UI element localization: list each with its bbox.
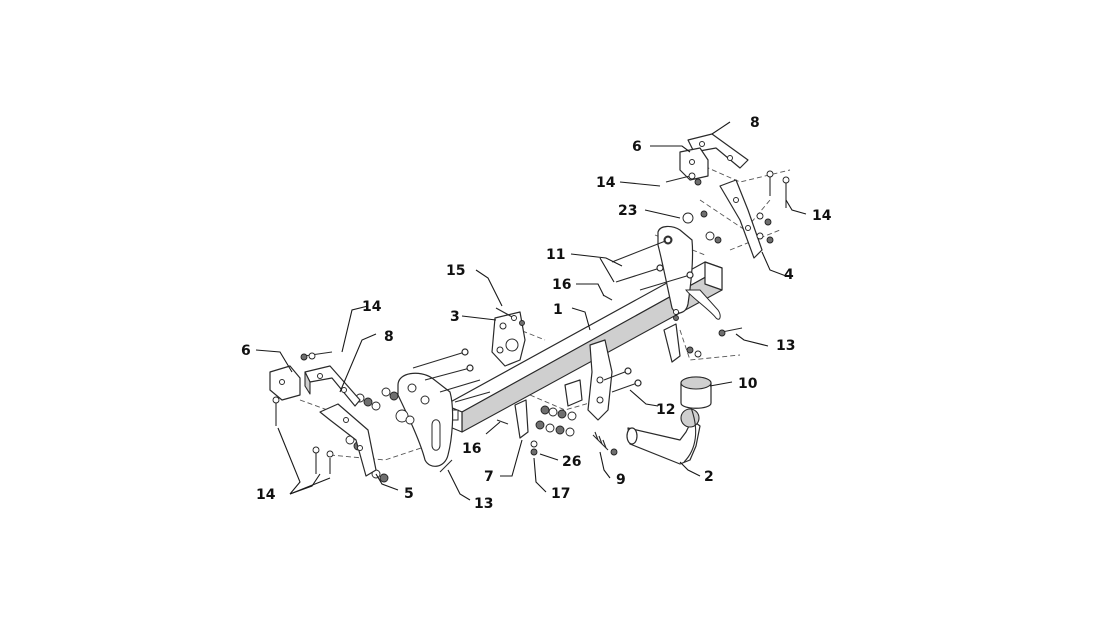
right-side-plate — [657, 225, 721, 320]
bolts-part-12 — [603, 367, 642, 393]
callout-10: 10 — [738, 376, 758, 392]
ball-cap-part-10 — [680, 376, 712, 409]
callout-16-bottom: 16 — [462, 441, 481, 457]
bolts-part-11 — [602, 236, 694, 301]
bracket-part-6-right — [679, 147, 709, 181]
callout-14-bottom-left: 14 — [256, 487, 276, 503]
callout-14-top-left: 14 — [362, 299, 382, 315]
callout-6-right: 6 — [632, 139, 642, 155]
callout-15: 15 — [446, 263, 465, 279]
bolt-part-15 — [495, 307, 525, 326]
bracket-part-4 — [719, 179, 763, 259]
callout-8-right: 8 — [750, 115, 760, 131]
callout-9: 9 — [616, 472, 626, 488]
callout-8-left: 8 — [384, 329, 394, 345]
bracket-part-8-left — [304, 365, 361, 407]
callout-13-right: 13 — [776, 338, 795, 354]
ball-hitch-part-2 — [626, 404, 701, 465]
callout-1: 1 — [553, 302, 563, 318]
left-side-plate — [397, 372, 454, 467]
callout-3: 3 — [450, 309, 460, 325]
callout-13-bottom: 13 — [474, 496, 493, 512]
callout-6-left: 6 — [241, 343, 251, 359]
callout-14-right: 14 — [812, 208, 832, 224]
callout-labels: 1 2 3 4 5 6 6 7 8 8 9 10 11 12 13 13 14 … — [241, 115, 832, 512]
bracket-part-3 — [491, 311, 526, 367]
centre-mount-plate — [514, 339, 613, 439]
callout-23: 23 — [618, 203, 637, 219]
left-long-bolts — [412, 348, 491, 403]
right-drop-bracket — [663, 309, 702, 363]
left-bolts-part-14 — [272, 351, 334, 474]
bracket-part-6-left — [269, 365, 301, 401]
callout-4: 4 — [784, 267, 794, 283]
right-fasteners — [665, 170, 790, 337]
centre-fasteners — [496, 405, 577, 456]
callout-2: 2 — [704, 469, 714, 485]
callout-12: 12 — [656, 402, 675, 418]
callout-17: 17 — [551, 486, 570, 502]
callout-16-top: 16 — [552, 277, 571, 293]
callout-5: 5 — [404, 486, 414, 502]
callout-26: 26 — [562, 454, 581, 470]
spring-part-9 — [592, 431, 618, 456]
bracket-part-5 — [319, 403, 377, 477]
callout-14-top-right: 14 — [596, 175, 616, 191]
bolt-part-13-bottom — [439, 459, 453, 473]
callout-7: 7 — [484, 469, 494, 485]
leader-lines — [255, 121, 807, 501]
callout-11: 11 — [546, 247, 565, 263]
